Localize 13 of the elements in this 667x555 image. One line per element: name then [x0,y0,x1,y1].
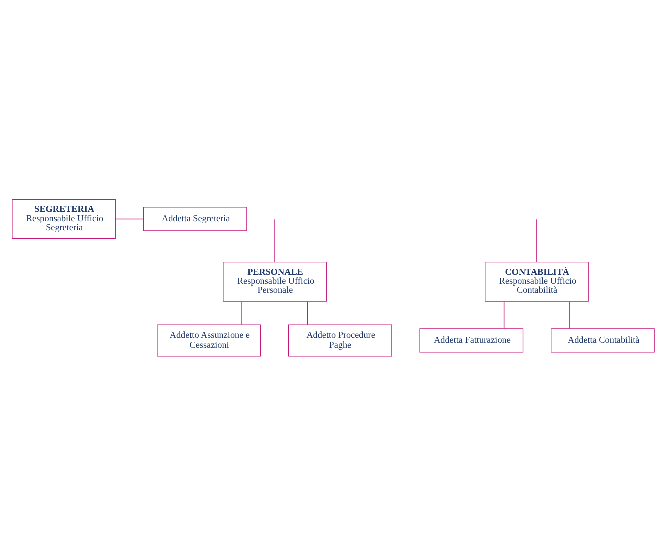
connector [274,218,276,262]
node-box: Addetto Procedure Paghe [288,324,392,356]
node-box: CONTABILITÀ Responsabile Ufficio Contabilità [485,262,589,302]
connector [536,218,538,262]
node-box: Addetta Segreteria [143,206,248,231]
node-box: Addetta Contabilità [551,328,655,352]
node-box: Addetta Fatturazione [420,328,524,352]
node-box: SEGRETERIA Responsabile Ufficio Segreteria [12,198,116,239]
node-box: Addetto Assunzione e Cessazioni [157,324,261,356]
connector [115,218,144,220]
connector [307,300,308,325]
node-box: PERSONALE Responsabile Ufficio Personale [223,262,327,302]
connector [504,300,505,329]
